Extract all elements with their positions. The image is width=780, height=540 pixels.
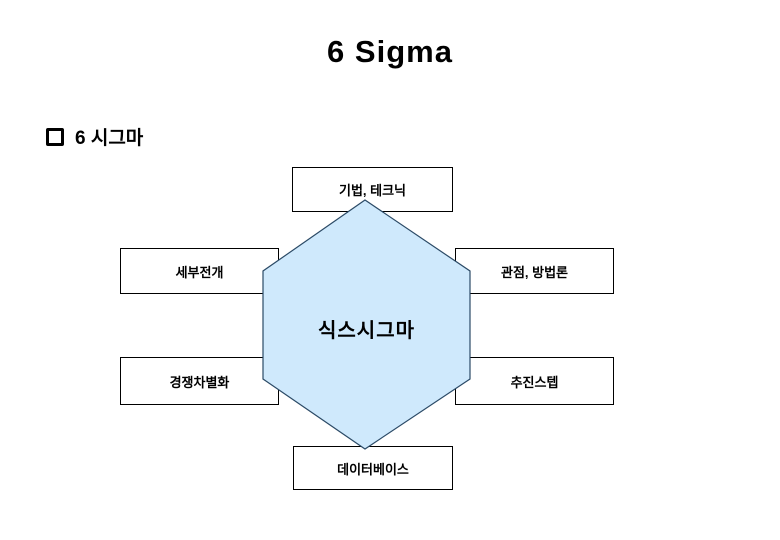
diagram-box-methodology: 관점, 방법론 bbox=[455, 248, 614, 294]
bullet-line: 6 시그마 bbox=[46, 123, 143, 150]
hexagon-center-label: 식스시그마 bbox=[318, 320, 415, 342]
diagram-box-database: 데이터베이스 bbox=[293, 446, 453, 490]
slide-title: 6 Sigma bbox=[327, 34, 453, 69]
diagram-box-technique: 기법, 테크닉 bbox=[292, 167, 453, 212]
diagram-box-competitive-differentiation: 경쟁차별화 bbox=[120, 357, 279, 405]
square-bullet-icon bbox=[46, 127, 64, 146]
diagram-box-execution-step: 추진스텝 bbox=[455, 357, 614, 405]
bullet-text: 6 시그마 bbox=[75, 128, 144, 149]
diagram-box-detail-deployment: 세부전개 bbox=[120, 248, 279, 294]
